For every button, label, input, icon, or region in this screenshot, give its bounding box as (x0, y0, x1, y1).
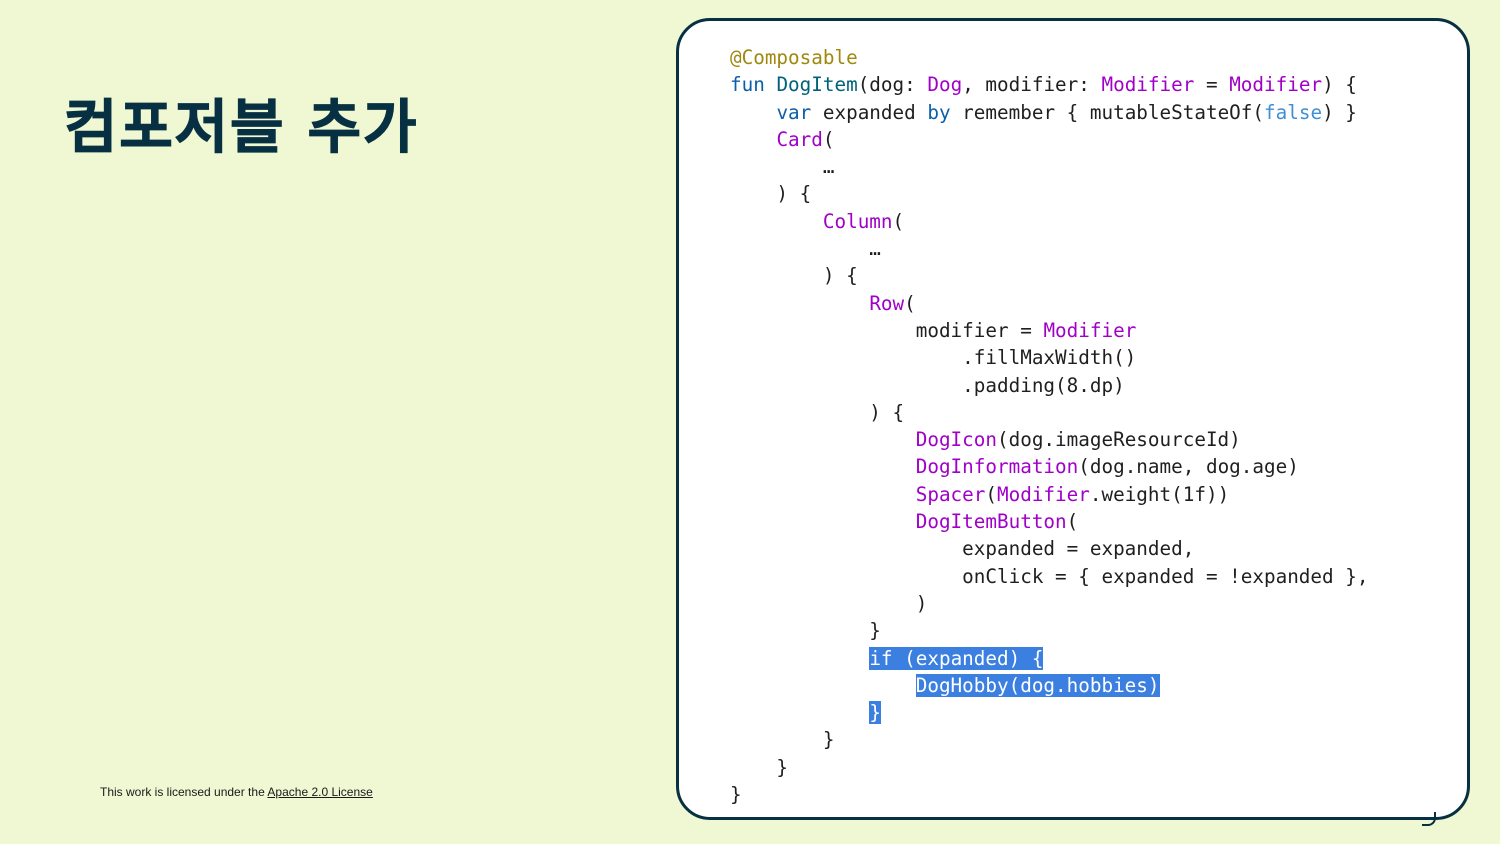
highlighted-code-token: DogHobby(dog.hobbies) (915, 673, 1160, 697)
code-line: fun DogItem(dog: Dog, modifier: Modifier… (730, 71, 1368, 98)
code-line: if (expanded) { (730, 645, 1368, 672)
code-line: @Composable (730, 44, 1368, 71)
code-token: (dog: (857, 73, 928, 97)
code-line: … (730, 153, 1368, 180)
code-token (730, 483, 916, 506)
code-token: .fillMaxWidth() (730, 346, 1137, 370)
corner-decoration (1422, 812, 1436, 826)
code-token: (dog.imageResourceId) (997, 428, 1241, 452)
code-token (730, 647, 869, 670)
code-token: Row (869, 291, 905, 315)
code-line: } (730, 617, 1368, 644)
code-line: ) { (730, 399, 1368, 426)
code-token: Modifier (1229, 73, 1323, 97)
code-token: by (927, 100, 951, 124)
code-token: remember { mutableStateOf( (950, 100, 1265, 124)
code-token: ( (985, 482, 997, 506)
code-token: (dog.name, dog.age) (1078, 455, 1299, 479)
code-line: … (730, 235, 1368, 262)
code-line: var expanded by remember { mutableStateO… (730, 99, 1368, 126)
code-line: .padding(8.dp) (730, 372, 1368, 399)
code-token: Dog (927, 73, 963, 97)
license-text: This work is licensed under the (100, 785, 268, 799)
code-token: , modifier: (962, 73, 1102, 97)
code-token: expanded = expanded, (730, 537, 1195, 561)
code-token: var (776, 100, 812, 124)
code-token: Column (822, 209, 893, 233)
code-token: Modifier (997, 482, 1090, 506)
code-token: modifier = (730, 318, 1044, 342)
code-line: Spacer(Modifier.weight(1f)) (730, 481, 1368, 508)
code-token: Spacer (915, 482, 986, 506)
code-token: DogIcon (915, 428, 997, 452)
code-line: } (730, 781, 1368, 808)
code-token (730, 428, 916, 451)
code-token: } (730, 755, 789, 779)
slide-title: 컴포저블 추가 (63, 93, 419, 162)
code-line: ) { (730, 180, 1368, 207)
code-token (730, 455, 916, 478)
code-token: Modifier (1043, 318, 1137, 342)
code-line: DogItemButton( (730, 508, 1368, 535)
code-token: DogInformation (915, 455, 1079, 479)
code-token: Modifier (1101, 73, 1195, 97)
code-token (730, 674, 916, 697)
code-line: DogInformation(dog.name, dog.age) (730, 453, 1368, 480)
code-token (730, 292, 869, 315)
code-token: … (730, 237, 881, 261)
code-token: DogItem (776, 73, 858, 97)
code-token: false (1264, 100, 1323, 124)
code-token: .weight(1f)) (1089, 482, 1230, 506)
code-token: ) { (730, 400, 905, 424)
code-token: Card (776, 127, 823, 151)
code-token (730, 210, 823, 233)
code-token: .padding(8.dp) (730, 373, 1125, 397)
code-token: ) { (1322, 73, 1357, 97)
code-token: ) { (730, 182, 812, 206)
code-line: onClick = { expanded = !expanded }, (730, 563, 1368, 590)
code-line: Row( (730, 290, 1368, 317)
code-token: ( (904, 291, 916, 315)
code-line: modifier = Modifier (730, 317, 1368, 344)
code-token: ) { (730, 264, 858, 288)
code-token: } (730, 619, 881, 643)
code-token: } (730, 783, 742, 807)
code-line: expanded = expanded, (730, 535, 1368, 562)
code-line: } (730, 754, 1368, 781)
highlighted-code-token: if (expanded) { (869, 646, 1044, 670)
code-line: ) { (730, 262, 1368, 289)
code-token: } (730, 728, 835, 752)
code-token: … (730, 155, 835, 179)
code-token: DogItemButton (915, 510, 1067, 534)
code-token (730, 510, 916, 533)
code-line: DogHobby(dog.hobbies) (730, 672, 1368, 699)
license-link[interactable]: Apache 2.0 License (267, 785, 373, 799)
code-token: ) (730, 591, 928, 615)
code-token: ) } (1322, 100, 1357, 124)
highlighted-code-token: } (869, 701, 881, 725)
code-line: DogIcon(dog.imageResourceId) (730, 426, 1368, 453)
license-notice: This work is licensed under the Apache 2… (100, 785, 373, 799)
code-token: expanded (811, 100, 928, 124)
code-token: fun (730, 73, 777, 97)
code-line: ) (730, 590, 1368, 617)
code-token (730, 701, 869, 724)
code-token: @Composable (730, 46, 858, 69)
code-line: Card( (730, 126, 1368, 153)
code-token (730, 128, 776, 151)
code-token: ( (822, 127, 835, 151)
code-token: ( (1066, 510, 1079, 534)
code-line: } (730, 699, 1368, 726)
code-token (730, 101, 776, 124)
code-token: = (1194, 73, 1230, 97)
code-line: .fillMaxWidth() (730, 344, 1368, 371)
code-line: } (730, 726, 1368, 753)
code-token: onClick = { expanded = !expanded }, (730, 564, 1369, 588)
code-token: ( (892, 209, 905, 233)
code-line: Column( (730, 208, 1368, 235)
